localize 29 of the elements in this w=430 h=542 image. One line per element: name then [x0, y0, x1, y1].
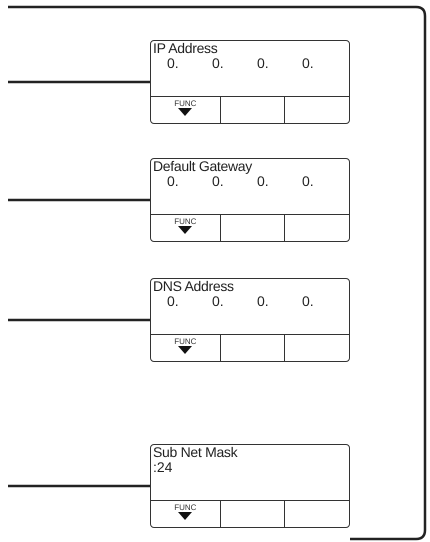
address-octet: 0.	[257, 56, 270, 71]
display-screen	[150, 158, 350, 242]
screen-title: IP Address	[153, 41, 218, 56]
address-octet: 0.	[167, 56, 180, 71]
address-octet: 0.	[167, 174, 180, 189]
address-octet: 0.	[212, 294, 225, 309]
address-octet: 0.	[212, 174, 224, 189]
connector-line	[8, 198, 150, 202]
soft-key-label: FUNC	[174, 503, 196, 512]
address-octet: 0.	[257, 174, 270, 189]
soft-key-label: FUNC	[174, 99, 196, 108]
display-screen	[150, 40, 350, 124]
display-screen	[150, 444, 350, 528]
connector-line	[8, 484, 150, 488]
connector-line	[8, 318, 150, 322]
address-octet: 0.	[212, 56, 225, 71]
connector-line	[8, 80, 150, 84]
soft-key-label: FUNC	[174, 217, 196, 226]
mask-value: :24	[153, 460, 174, 475]
screen-title: DNS Address	[153, 279, 235, 294]
address-octet: 0.	[302, 174, 315, 189]
screen-title: Default Gateway	[153, 159, 254, 174]
address-octet: 0.	[167, 294, 180, 309]
display-screen	[150, 278, 350, 362]
address-octet: 0.	[302, 56, 315, 71]
address-octet: 0.	[257, 294, 270, 309]
address-octet: 0.	[302, 294, 315, 309]
soft-key-label: FUNC	[174, 337, 196, 346]
screen-title: Sub Net Mask	[153, 445, 238, 460]
